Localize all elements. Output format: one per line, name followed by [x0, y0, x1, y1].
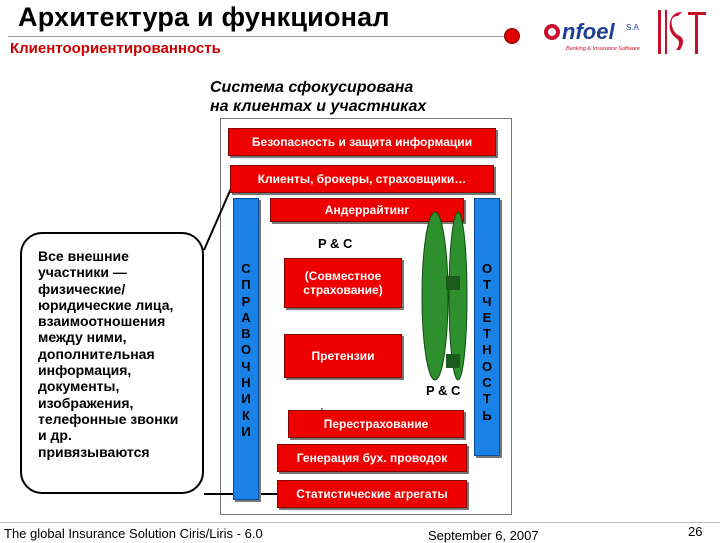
logo-suffix: S.A [626, 23, 640, 32]
callout-line: взаимоотношения [38, 313, 166, 330]
ellipse-link-top [446, 276, 460, 290]
security-box: Безопасность и защита информации [228, 128, 496, 156]
vertical-letter: Е [482, 309, 492, 325]
vertical-letter: О [481, 261, 493, 276]
callout-line: физические/ [38, 280, 126, 297]
vertical-letter: О [481, 358, 493, 374]
accounting-box: Генерация бух. проводок [277, 444, 467, 472]
callout-line: документы, [38, 378, 120, 395]
vertical-letter: П [241, 277, 251, 293]
statistics-box: Статистические агрегаты [277, 480, 467, 508]
focus-statement: Система сфокусирована на клиентах и учас… [210, 78, 426, 116]
footer-product: The global Insurance Solution Ciris/Liri… [4, 526, 263, 541]
coinsurance-box: (Совместное страхование) [284, 258, 402, 308]
company-logo: nfoel S.A Banking & Insurance Software [544, 10, 706, 54]
ist-logo-icon [658, 10, 706, 54]
vertical-letter: Т [483, 391, 491, 407]
vertical-letter: Т [483, 277, 491, 293]
footer-date: September 6, 2007 [428, 528, 539, 543]
callout-line: телефонные звонки [38, 410, 179, 427]
slide-subtitle: Клиентоориентированность [10, 40, 221, 57]
reinsurance-box: Перестрахование [288, 410, 464, 438]
slide-title: Архитектура и функционал [18, 2, 390, 32]
logo-tagline: Banking & Insurance Software [566, 46, 640, 52]
coinsurance-line-1: (Совместное [304, 269, 382, 283]
green-ellipse-1 [421, 211, 449, 381]
vertical-letter: Р [241, 293, 251, 309]
red-dot-bullet [504, 28, 520, 44]
title-divider [8, 36, 508, 37]
vertical-letter: Н [241, 375, 251, 391]
green-ellipse-2 [448, 211, 468, 381]
callout-line: информация, [38, 362, 132, 379]
vertical-letter: Ь [482, 407, 492, 423]
callout-line: между ними, [38, 329, 127, 346]
vertical-letter: О [240, 342, 252, 358]
callout-line: изображения, [38, 394, 134, 411]
pc-label-bottom: P & C [426, 383, 461, 398]
callout-line: юридические лица, [38, 296, 174, 313]
vertical-letter: С [482, 375, 492, 391]
vertical-letter: И [241, 423, 251, 439]
vertical-letter: И [241, 391, 251, 407]
focus-line-1: Система сфокусирована [210, 79, 414, 96]
vertical-letter: Ч [241, 358, 251, 374]
green-ellipses [421, 211, 468, 381]
coinsurance-line-2: страхование) [303, 283, 383, 297]
callout-line: привязываются [38, 443, 150, 460]
callout-line: и др. [38, 427, 72, 444]
footer-divider [0, 522, 720, 523]
vertical-letter: В [241, 326, 251, 342]
callout-line: участники — [38, 264, 127, 281]
focus-line-2: на клиентах и участниках [210, 98, 427, 115]
claims-box: Претензии [284, 334, 402, 378]
vertical-letter: Ч [482, 293, 492, 309]
logo-wordmark: nfoel [562, 19, 615, 44]
vertical-letter: К [242, 407, 250, 423]
callout-line: дополнительная [38, 345, 155, 362]
ellipse-link-bottom [446, 354, 460, 368]
vertical-letter: Т [483, 326, 491, 342]
clients-box: Клиенты, брокеры, страховщики… [230, 165, 494, 193]
vertical-letter: С [241, 261, 251, 276]
vertical-letter: А [241, 309, 251, 325]
pc-label-top: P & C [318, 236, 353, 251]
infoel-logo-icon [544, 24, 560, 40]
callout-line: Все внешние [38, 248, 129, 264]
page-number: 26 [688, 524, 703, 539]
vertical-letter: Н [482, 342, 492, 358]
